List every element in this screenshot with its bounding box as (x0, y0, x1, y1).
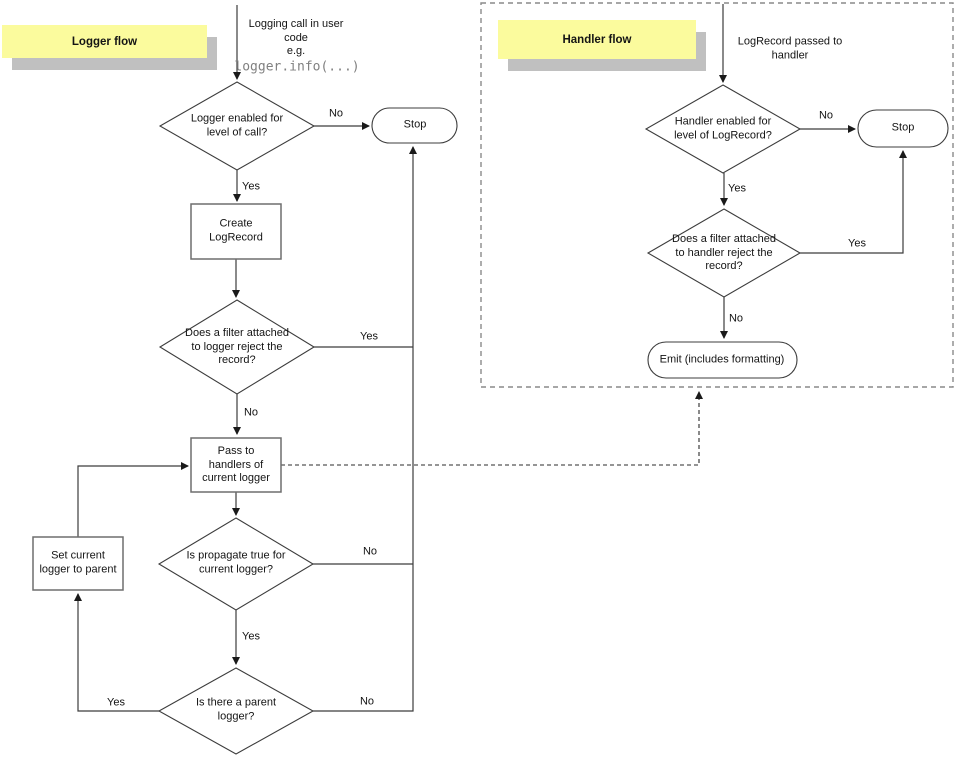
logger-enabled-label: Logger enabled for level of call? (190, 112, 284, 139)
logger-stop-label: Stop (403, 118, 427, 131)
propagate-diamond (157, 517, 315, 611)
handler-filter-diamond (646, 208, 802, 298)
handler-entry-label: LogRecord passed to handler (737, 35, 843, 62)
handler-flow-frame (480, 2, 954, 388)
emit-label: Emit (includes formatting) (659, 353, 785, 366)
logger-entry-code: logger.info(...) (234, 59, 360, 75)
handler-enabled-no-label: No (818, 109, 834, 122)
parent-yes-connector (74, 593, 159, 712)
parent-logger-diamond (157, 667, 315, 755)
create-logrecord-label: Create LogRecord (209, 217, 263, 244)
handler-enabled-label: Handler enabled for level of LogRecord? (674, 115, 772, 142)
parent-yes-label: Yes (107, 696, 125, 709)
create-logrecord-box (190, 203, 282, 260)
handler-filter-yes-connector (800, 150, 907, 254)
set-current-logger-box (32, 536, 124, 591)
handler-filter-label: Does a filter attached to handler reject… (672, 232, 776, 272)
handler-enabled-diamond (644, 84, 802, 174)
logger-filter-label: Does a filter attached to logger reject … (185, 326, 289, 366)
pass-to-handler-dashed-connector (281, 391, 703, 466)
set-current-logger-label: Set current logger to parent (39, 549, 117, 576)
propagate-label: Is propagate true for current logger? (186, 549, 286, 576)
pass-handlers-box (190, 437, 282, 493)
parent-logger-label: Is there a parent logger? (195, 696, 277, 723)
handler-filter-yes-label: Yes (848, 237, 866, 250)
logger-flow-title: Logger flow (2, 25, 207, 58)
handler-filter-no-label: No (728, 312, 744, 325)
handler-stop-node (857, 109, 949, 148)
parent-no-label: No (359, 695, 375, 708)
logger-entry-label: Logging call in user code e.g. (248, 17, 344, 57)
handler-stop-label: Stop (891, 121, 915, 134)
handler-enabled-yes-label: Yes (728, 182, 746, 195)
logger-enabled-diamond (158, 81, 316, 171)
logger-enabled-no-label: No (328, 107, 344, 120)
logger-filter-yes-label: Yes (360, 330, 378, 343)
propagate-yes-label: Yes (242, 630, 260, 643)
logger-stop-node (371, 107, 458, 144)
handler-flow-title: Handler flow (498, 20, 696, 59)
parent-no-stop-connector (313, 146, 417, 712)
pass-handlers-label: Pass to handlers of current logger (202, 444, 270, 484)
setparent-to-pass-connector (77, 462, 189, 537)
logger-filter-diamond (158, 299, 316, 395)
emit-node (647, 341, 798, 379)
propagate-no-label: No (362, 545, 378, 558)
logger-enabled-yes-label: Yes (242, 180, 260, 193)
logger-filter-no-label: No (243, 406, 259, 419)
